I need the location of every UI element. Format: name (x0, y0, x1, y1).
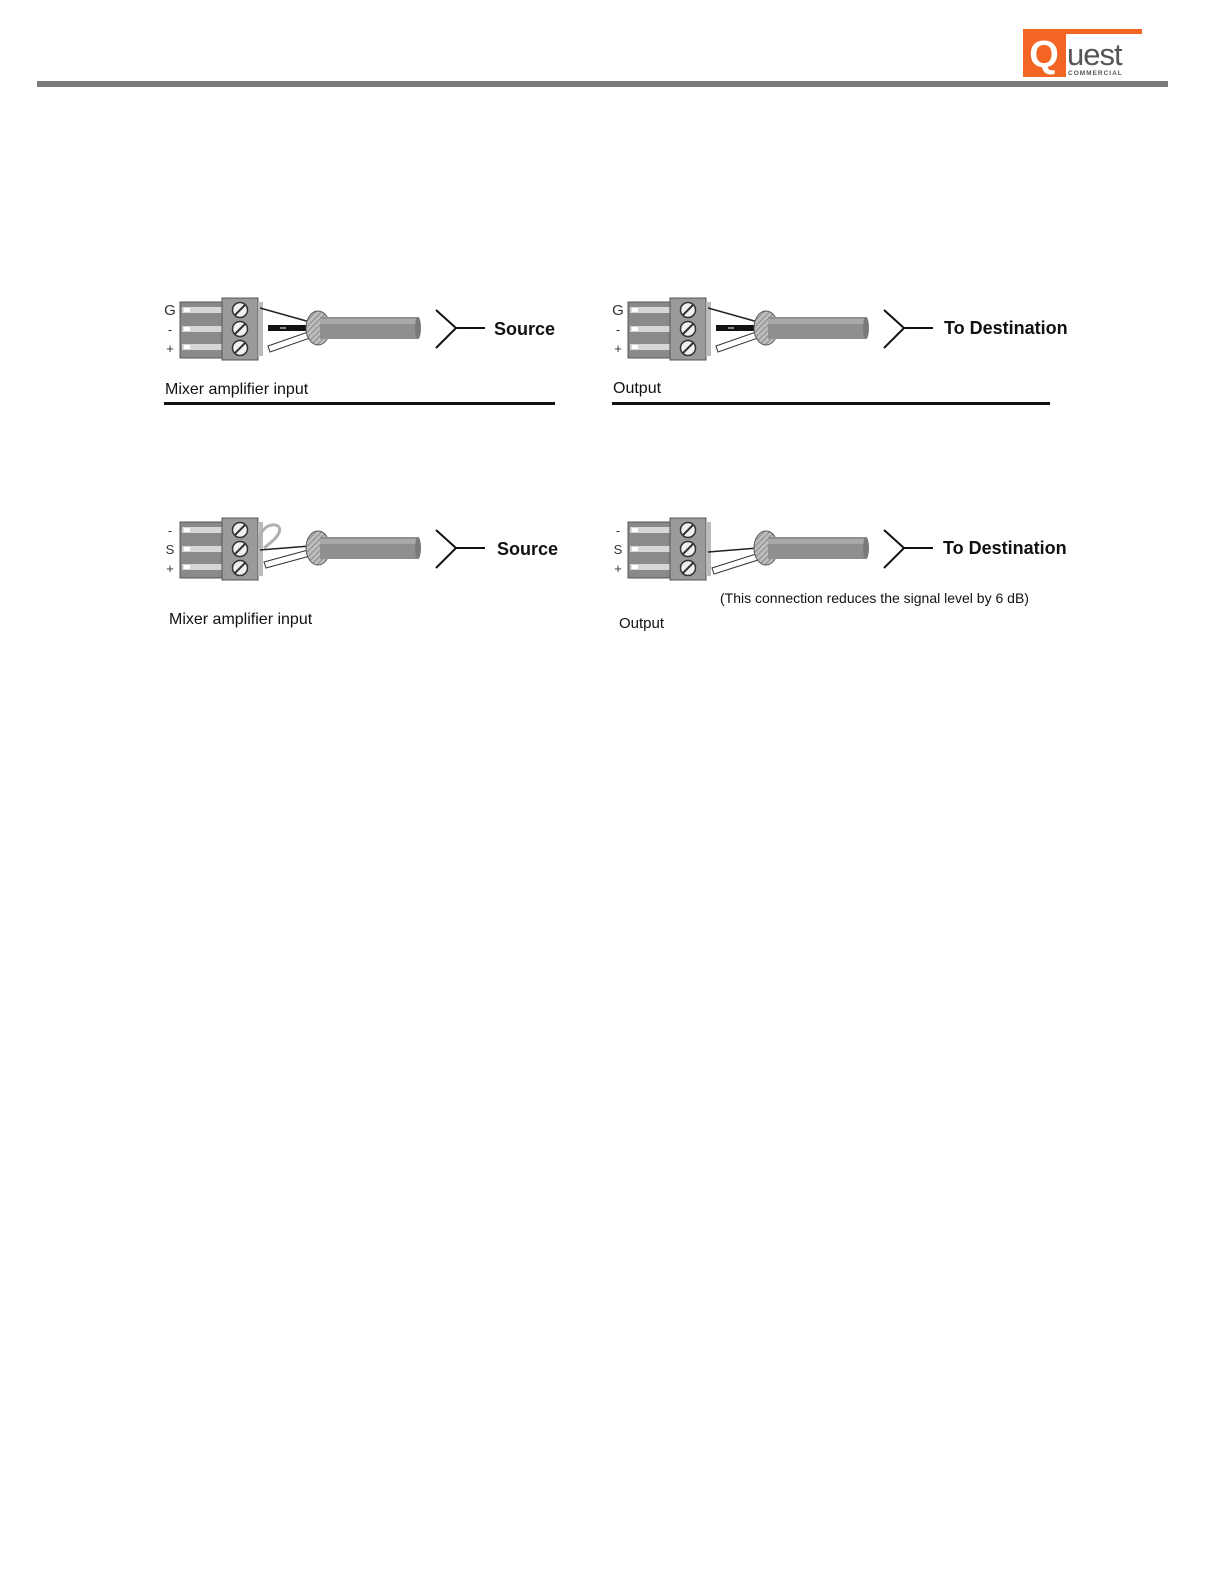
cable-end (415, 317, 421, 339)
ground-drain-wire (260, 308, 310, 322)
cable-end (863, 537, 869, 559)
white-conductor (268, 332, 310, 352)
pin-slot (184, 345, 190, 349)
caption-underline (612, 402, 1050, 405)
y-symbol (436, 530, 456, 568)
svg-text:Q: Q (1029, 34, 1059, 76)
pin-slot (184, 528, 190, 532)
svg-text:COMMERCIAL: COMMERCIAL (1068, 70, 1123, 77)
black-conductor (716, 325, 756, 331)
quest-commercial-logo: Q uest COMMERCIAL (1023, 29, 1142, 77)
pin-slot (184, 547, 190, 551)
pin-slot (632, 547, 638, 551)
cable-highlight (320, 539, 418, 544)
y-symbol (884, 530, 904, 568)
pin-slot (184, 308, 190, 312)
pin-slot (184, 327, 190, 331)
pin-slot (632, 327, 638, 331)
pin-slot (632, 308, 638, 312)
balanced-input-diagram: G - + Source Mixer amplifier input (160, 292, 630, 432)
pin-slot (632, 345, 638, 349)
terminal-block-cable-illustration (160, 292, 490, 372)
pin-slot (184, 565, 190, 569)
terminal-block-cable-illustration (160, 512, 490, 592)
y-symbol (436, 310, 456, 348)
terminal-lip (706, 302, 711, 356)
source-label: Source (494, 319, 555, 340)
shield-wire (708, 548, 758, 552)
mixer-input-caption: Mixer amplifier input (165, 381, 308, 399)
y-symbol (884, 310, 904, 348)
header-divider (37, 81, 1168, 87)
cable-highlight (768, 319, 866, 324)
black-conductor (268, 325, 308, 331)
terminal-lip (258, 302, 263, 356)
terminal-block-cable-illustration (608, 512, 938, 592)
source-label: Source (497, 539, 558, 560)
terminal-lip (706, 522, 711, 576)
destination-label: To Destination (943, 538, 1067, 559)
unbalanced-output-diagram: - S + To Destination (This connection re… (608, 512, 1078, 652)
destination-label: To Destination (944, 318, 1068, 339)
mixer-input-caption: Mixer amplifier input (169, 611, 312, 629)
signal-level-note: (This connection reduces the signal leve… (720, 590, 1029, 606)
balanced-output-diagram: G - + To Destination Output (608, 292, 1078, 432)
caption-underline (164, 402, 555, 405)
white-conductor (716, 332, 758, 352)
pin-slot (632, 528, 638, 532)
ground-drain-wire (708, 308, 758, 322)
pin-slot (632, 565, 638, 569)
svg-text:uest: uest (1067, 37, 1123, 72)
unbalanced-input-diagram: - S + Source Mixer amplifier input (160, 512, 630, 652)
cable-end (415, 537, 421, 559)
cable-end (863, 317, 869, 339)
terminal-block-cable-illustration (608, 292, 938, 372)
output-caption: Output (613, 380, 661, 398)
white-conductor (712, 554, 758, 574)
cable-highlight (768, 539, 866, 544)
output-caption: Output (619, 615, 664, 632)
white-conductor (264, 550, 310, 568)
cable-highlight (320, 319, 418, 324)
